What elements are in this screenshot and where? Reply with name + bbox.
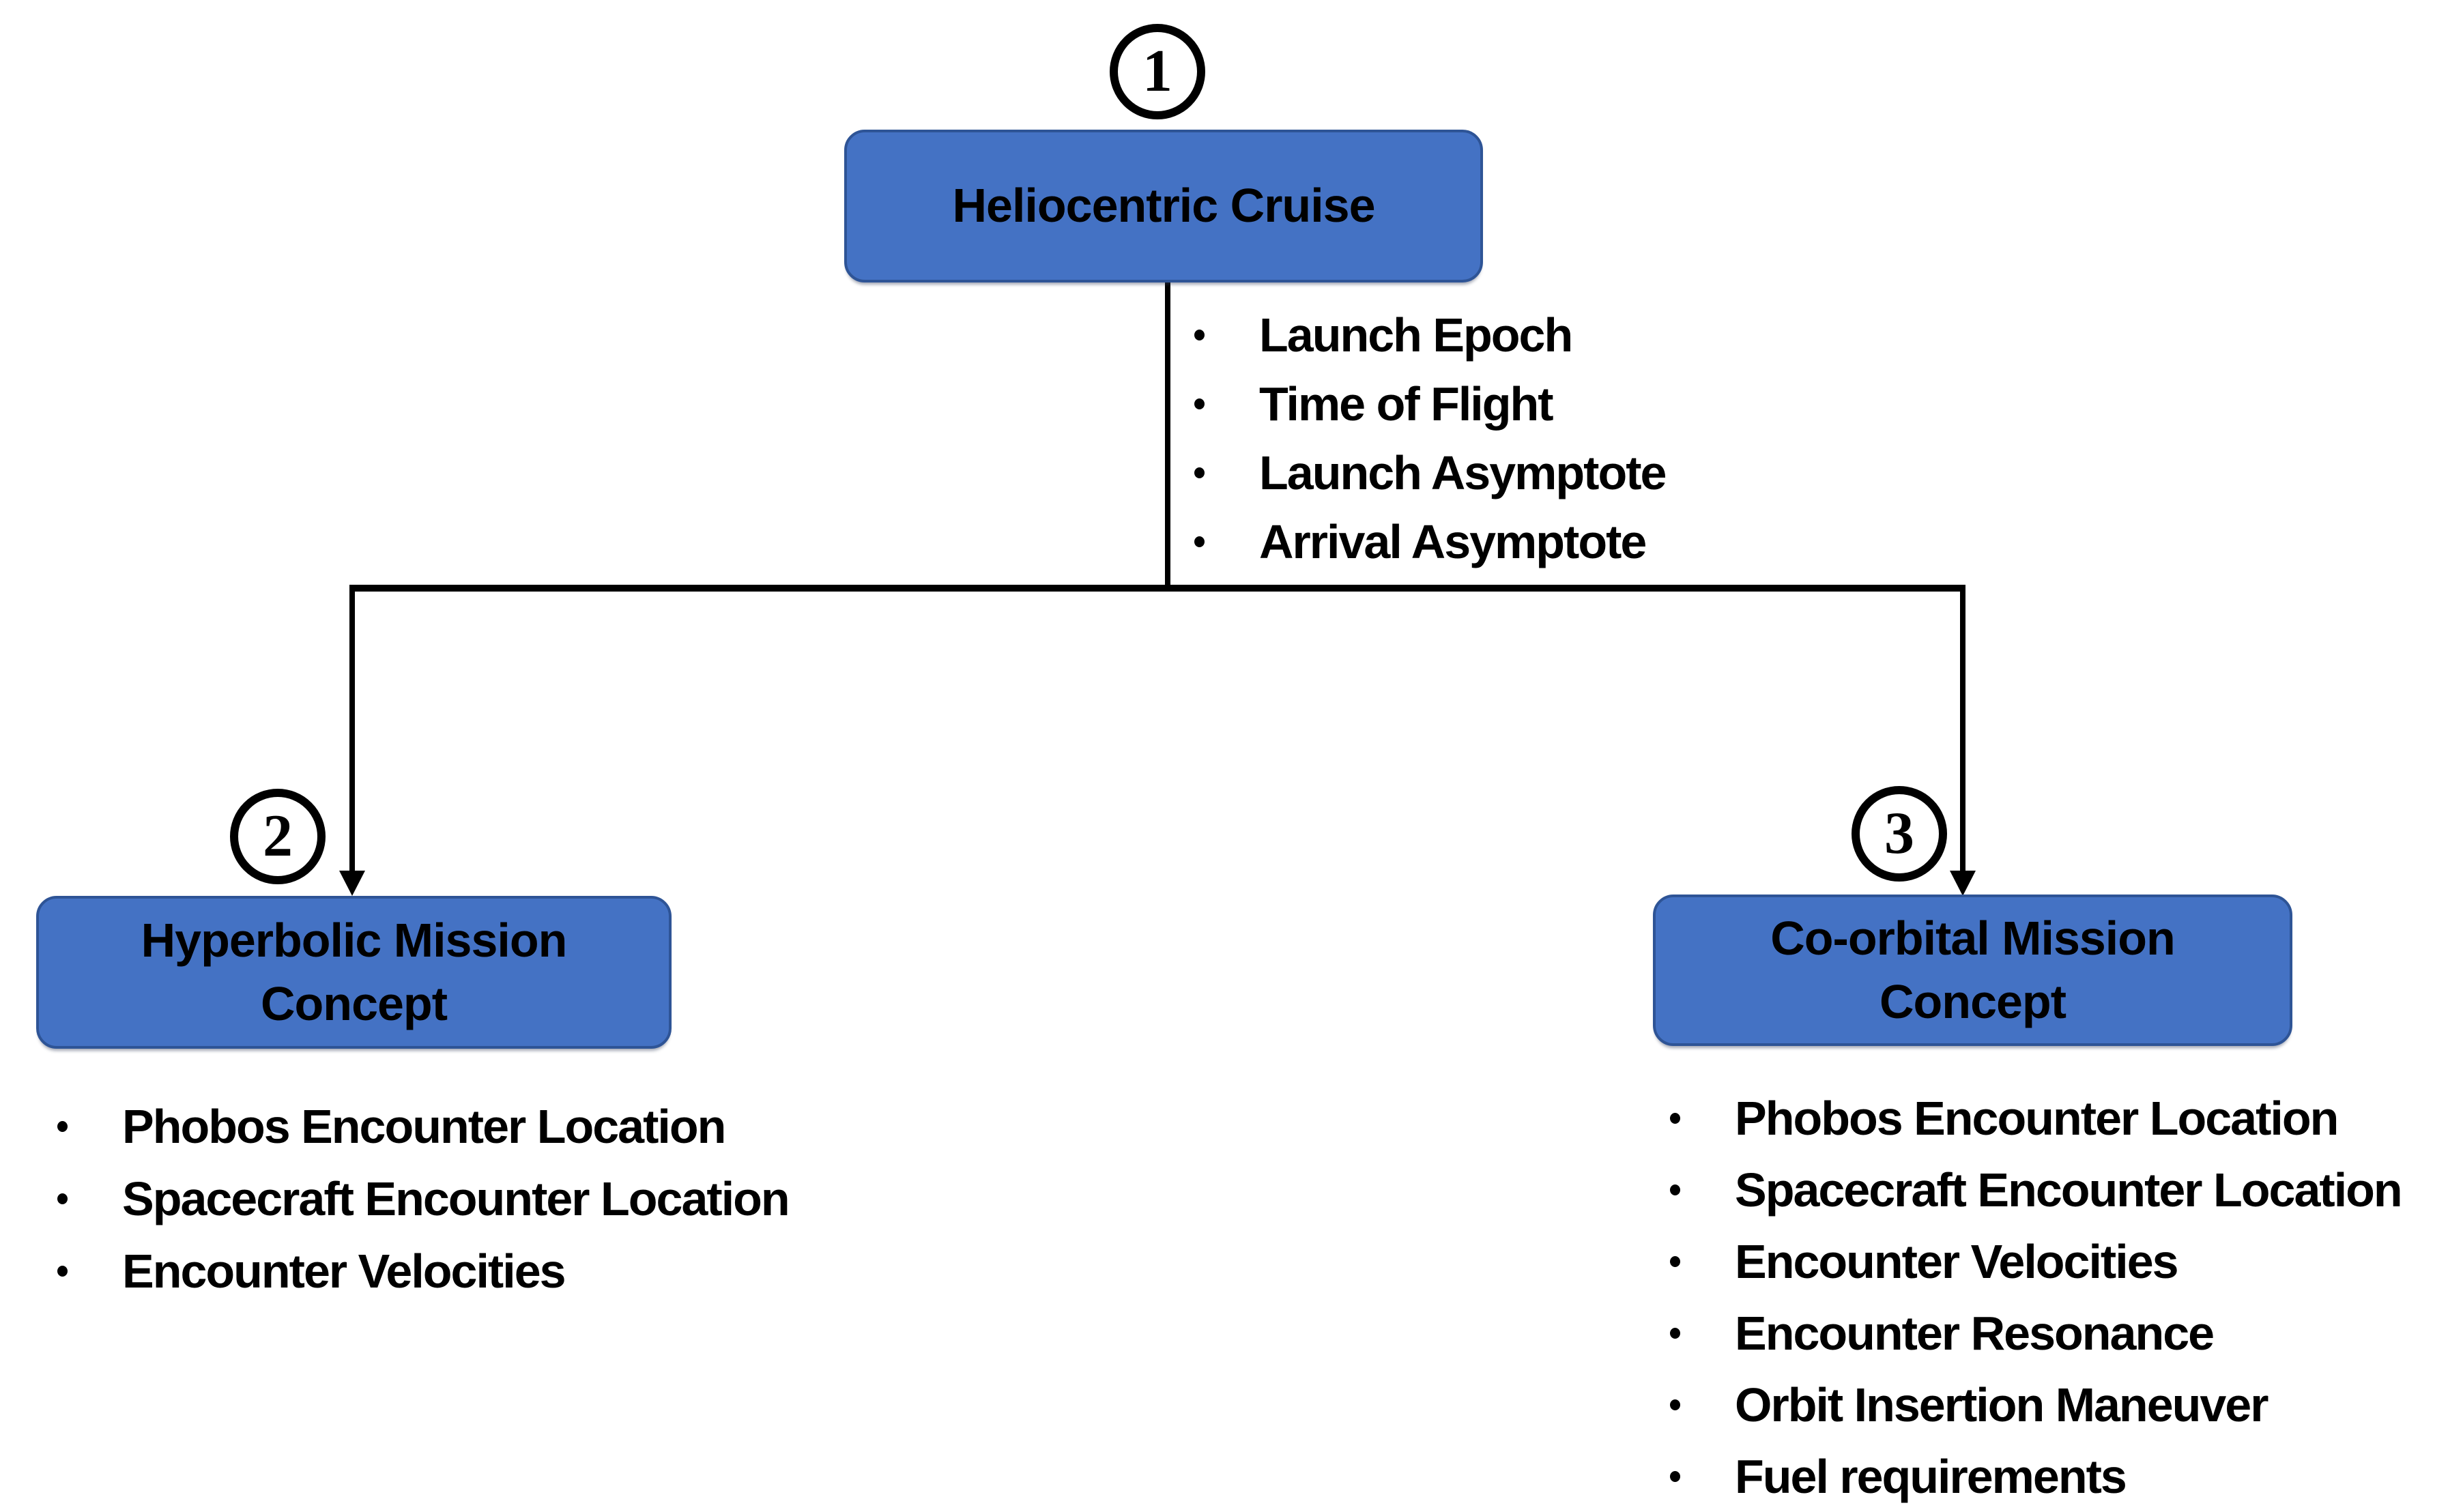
hyperbolic-bullet-list: Phobos Encounter Location Spacecraft Enc… <box>57 1090 790 1307</box>
cruise-bullet-list: Launch Epoch Time of Flight Launch Asymp… <box>1194 300 1667 576</box>
node-label: Heliocentric Cruise <box>952 179 1376 233</box>
connector-left-vertical <box>349 585 355 875</box>
connector-stem-vertical <box>1165 282 1170 588</box>
step-badge-3: 3 <box>1852 786 1947 882</box>
arrowhead-right-icon <box>1950 871 1976 896</box>
list-item-text: Time of Flight <box>1259 377 1554 431</box>
list-item: Encounter Resonance <box>1670 1297 2402 1369</box>
list-item: Spacecraft Encounter Location <box>57 1163 790 1235</box>
bullet-dot <box>1670 1112 1680 1124</box>
list-item: Spacecraft Encounter Location <box>1670 1154 2403 1225</box>
connector-right-vertical <box>1960 585 1965 875</box>
node-label: Hyperbolic Mission Concept <box>141 913 568 1030</box>
list-item-text: Encounter Velocities <box>1735 1234 2179 1288</box>
list-item: Encounter Velocities <box>57 1235 789 1307</box>
bullet-dot <box>1670 1255 1680 1267</box>
bullet-dot <box>57 1266 68 1277</box>
node-heliocentric-cruise: Heliocentric Cruise <box>844 130 1483 282</box>
list-item: Phobos Encounter Location <box>1670 1082 2402 1154</box>
list-item: Arrival Asymptote <box>1194 507 1665 576</box>
arrowhead-left-icon <box>339 871 365 896</box>
step-number: 1 <box>1142 38 1172 104</box>
step-number: 3 <box>1884 800 1914 867</box>
bullet-dot <box>1670 1184 1680 1195</box>
bullet-dot <box>1194 329 1205 340</box>
list-item-text: Spacecraft Encounter Location <box>1735 1163 2403 1217</box>
list-item-text: Spacecraft Encounter Location <box>122 1172 790 1225</box>
list-item: Orbit Insertion Maneuver <box>1670 1369 2402 1440</box>
coorbital-bullet-list: Phobos Encounter Location Spacecraft Enc… <box>1670 1082 2403 1512</box>
bullet-dot <box>1670 1399 1680 1410</box>
list-item-text: Phobos Encounter Location <box>1735 1091 2339 1145</box>
bullet-dot <box>1670 1470 1680 1482</box>
list-item: Launch Epoch <box>1194 300 1665 369</box>
bullet-dot <box>1194 398 1205 409</box>
list-item-text: Encounter Resonance <box>1735 1306 2215 1360</box>
step-badge-2: 2 <box>230 789 326 884</box>
step-badge-1: 1 <box>1110 24 1205 119</box>
bullet-dot <box>1194 536 1205 547</box>
list-item-text: Orbit Insertion Maneuver <box>1735 1378 2268 1431</box>
node-hyperbolic-mission-concept: Hyperbolic Mission Concept <box>36 896 672 1049</box>
list-item: Launch Asymptote <box>1194 438 1667 507</box>
list-item-text: Arrival Asymptote <box>1259 514 1647 568</box>
list-item: Encounter Velocities <box>1670 1225 2402 1297</box>
node-label: Co-orbital Mission Concept <box>1770 911 2176 1028</box>
list-item-text: Launch Asymptote <box>1259 446 1667 499</box>
list-item-text: Launch Epoch <box>1259 308 1573 362</box>
list-item: Fuel requirements <box>1670 1440 2402 1512</box>
list-item-text: Phobos Encounter Location <box>122 1100 726 1153</box>
list-item-text: Fuel requirements <box>1735 1449 2127 1503</box>
bullet-dot <box>1670 1327 1680 1339</box>
connector-horizontal <box>349 585 1965 592</box>
list-item-text: Encounter Velocities <box>122 1245 566 1298</box>
bullet-dot <box>57 1193 68 1204</box>
bullet-dot <box>57 1121 68 1132</box>
list-item: Time of Flight <box>1194 369 1665 438</box>
node-coorbital-mission-concept: Co-orbital Mission Concept <box>1653 895 2292 1046</box>
step-number: 2 <box>263 803 293 869</box>
bullet-dot <box>1194 467 1205 478</box>
list-item: Phobos Encounter Location <box>57 1090 789 1163</box>
